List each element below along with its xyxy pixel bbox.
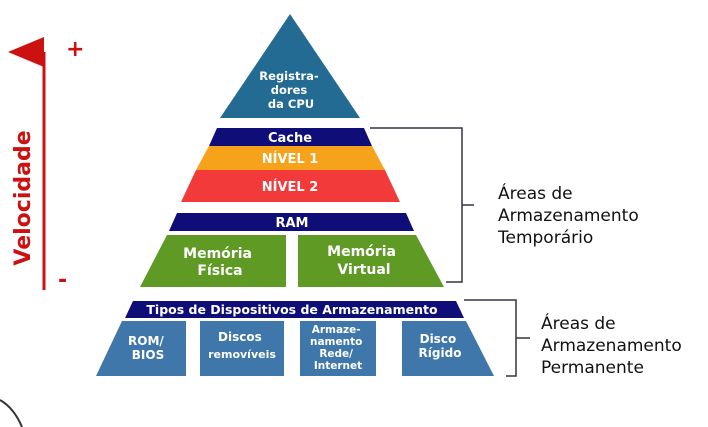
storage-tier: Tipos de Dispositivos de Armazenamento R… xyxy=(96,301,494,376)
permanent-area-label: Áreas de Armazenamento Permanente xyxy=(541,312,687,378)
level2-band xyxy=(181,170,400,202)
ram-tier: RAM Memória Física Memória Virtual xyxy=(140,213,444,287)
level2-label: NÍVEL 2 xyxy=(262,179,319,195)
device-network-label: Armaze- namento Rede/ Internet xyxy=(310,324,366,372)
device-network-line: Rede/ xyxy=(319,348,353,360)
permanent-area-line: Armazenamento xyxy=(541,336,682,356)
virtual-memory-block xyxy=(298,235,444,287)
device-block-rom xyxy=(96,321,186,376)
decorative-corner-arc xyxy=(0,399,23,427)
device-hard-disk-label: Disco Rígido xyxy=(419,332,462,360)
storage-header-label: Tipos de Dispositivos de Armazenamento xyxy=(146,302,438,317)
cpu-registers-line: Registra- xyxy=(259,69,319,83)
device-block-hard-disk xyxy=(402,321,494,376)
permanent-area-group: Áreas de Armazenamento Permanente xyxy=(464,299,687,378)
cpu-registers-label: Registra- dores da CPU xyxy=(259,69,322,111)
physical-memory-line: Física xyxy=(197,263,242,279)
physical-memory-label: Memória Física xyxy=(183,246,257,279)
device-removable-line: Discos xyxy=(218,330,262,344)
temporary-area-line: Áreas de xyxy=(498,182,573,204)
device-rom-label: ROM/ BIOS xyxy=(128,334,168,362)
device-network-line: namento xyxy=(310,336,362,348)
speed-label: Velocidade xyxy=(11,130,36,265)
device-removable-line: removíveis xyxy=(208,348,276,361)
cache-tier: Cache NÍVEL 1 NÍVEL 2 xyxy=(181,128,400,202)
ram-label: RAM xyxy=(275,216,308,231)
speed-axis: + - Velocidade xyxy=(8,37,84,293)
physical-memory-line: Memória xyxy=(183,246,252,262)
permanent-area-line: Áreas de xyxy=(541,312,616,334)
temporary-area-line: Armazenamento xyxy=(498,206,639,226)
temporary-area-line: Temporário xyxy=(497,228,593,248)
device-hard-disk-line: Rígido xyxy=(419,346,462,360)
ram-band xyxy=(169,213,414,231)
permanent-area-bracket xyxy=(464,299,530,377)
device-removable-label: Discos removíveis xyxy=(208,330,276,361)
device-network-line: Internet xyxy=(314,360,362,372)
device-network-line: Armaze- xyxy=(312,324,361,336)
cache-band xyxy=(209,128,372,146)
device-hard-disk-line: Disco xyxy=(420,332,457,346)
speed-minus-sign: - xyxy=(58,268,67,293)
temporary-area-group: Áreas de Armazenamento Temporário xyxy=(370,127,644,283)
device-rom-line: BIOS xyxy=(132,348,164,362)
level1-label: NÍVEL 1 xyxy=(262,151,319,167)
permanent-area-line: Permanente xyxy=(541,358,644,378)
cache-label: Cache xyxy=(268,131,312,146)
virtual-memory-line: Memória xyxy=(327,244,396,260)
cpu-registers-triangle xyxy=(220,14,360,118)
level1-band xyxy=(196,146,385,170)
device-block-network xyxy=(300,321,376,376)
virtual-memory-line: Virtual xyxy=(337,262,390,278)
physical-memory-block xyxy=(140,235,286,287)
cpu-registers-tier: Registra- dores da CPU xyxy=(220,14,360,118)
device-rom-line: ROM/ xyxy=(128,334,164,348)
device-block-removable xyxy=(200,321,284,376)
cpu-registers-line: da CPU xyxy=(268,97,314,111)
virtual-memory-label: Memória Virtual xyxy=(327,244,401,278)
speed-plus-sign: + xyxy=(66,37,84,62)
storage-header-band xyxy=(125,301,464,318)
cpu-registers-line: dores xyxy=(271,83,308,97)
temporary-area-label: Áreas de Armazenamento Temporário xyxy=(497,182,644,248)
temporary-area-bracket xyxy=(370,127,474,283)
